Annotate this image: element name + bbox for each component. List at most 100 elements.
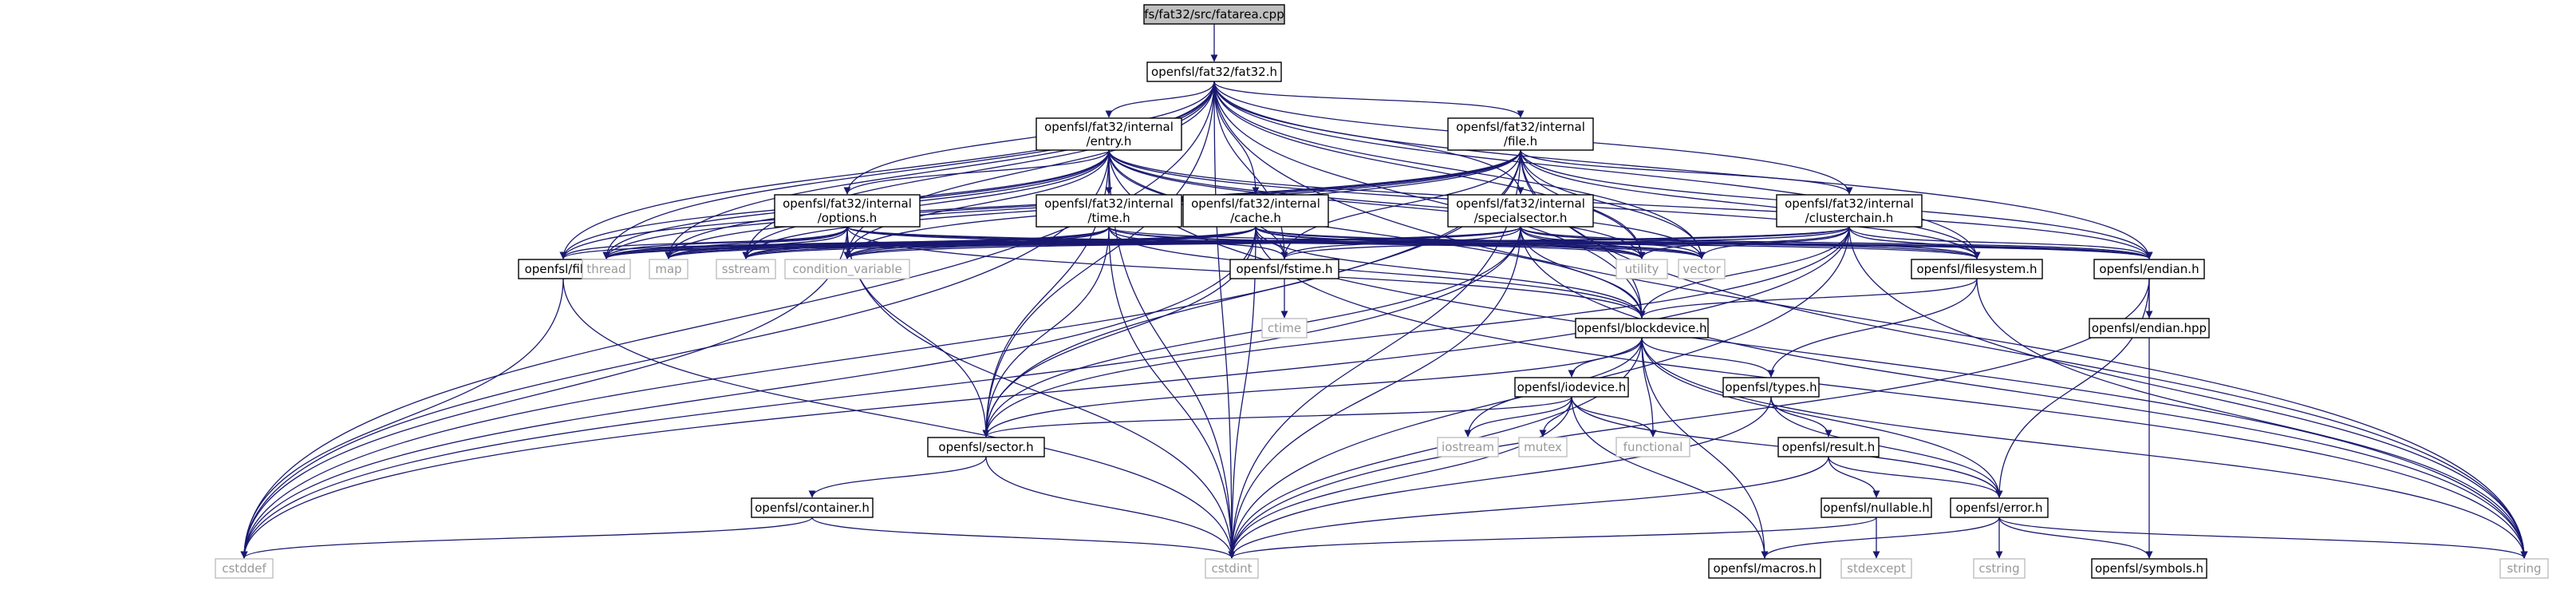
node-label: openfsl/endian.h bbox=[2099, 262, 2199, 276]
node-label: openfsl/macros.h bbox=[1714, 561, 1817, 576]
node-options-h[interactable]: openfsl/fat32/internal/options.h bbox=[774, 194, 921, 228]
edge-nullable_h-to-cstdint bbox=[1228, 517, 1877, 559]
node-iodevice-h[interactable]: openfsl/iodevice.h bbox=[1514, 377, 1629, 398]
edge-clusterchain_h-to-utility bbox=[1638, 226, 1850, 259]
edge-fat32_h-to-file_int_h bbox=[1213, 81, 1525, 118]
edge-iodevice_h-to-iostream bbox=[1464, 396, 1572, 438]
node-label: openfsl/result.h bbox=[1782, 440, 1875, 454]
edge-options_h-to-sector_h bbox=[846, 226, 990, 438]
node-label: stdexcept bbox=[1847, 561, 1906, 576]
edge-filesystem_h-to-string bbox=[1976, 278, 2528, 559]
node-types-h[interactable]: openfsl/types.h bbox=[1722, 377, 1820, 398]
node-specialsector-h[interactable]: openfsl/fat32/internal/specialsector.h bbox=[1447, 194, 1594, 228]
edge-types_h-to-result_h bbox=[1770, 396, 1832, 438]
edge-blockdevice_h-to-types_h bbox=[1641, 337, 1775, 378]
edge-cache_h-to-endian_h bbox=[1255, 226, 2153, 259]
edge-options_h-to-thread bbox=[602, 226, 848, 259]
edge-specialsector_h-to-cstdint bbox=[1228, 226, 1521, 559]
node-label: functional bbox=[1623, 440, 1683, 454]
node-label: thread bbox=[586, 262, 625, 276]
node-sector-h[interactable]: openfsl/sector.h bbox=[927, 437, 1045, 457]
edge-result_h-to-error_h bbox=[1828, 456, 2003, 498]
node-label: openfsl/fat32/internal bbox=[783, 196, 912, 211]
node-label: /file.h bbox=[1504, 134, 1537, 148]
edge-fat32_h-to-filesystem_h bbox=[1213, 81, 1981, 259]
edge-entry_h-to-vector bbox=[1108, 149, 1706, 259]
edge-fat32_h-to-thread bbox=[602, 81, 1215, 259]
node-label: sstream bbox=[722, 262, 770, 276]
node-file-int-h[interactable]: openfsl/fat32/internal/file.h bbox=[1447, 117, 1594, 151]
edge-clusterchain_h-to-string bbox=[1848, 226, 2528, 559]
edge-types_h-to-cstdint bbox=[1228, 396, 1772, 559]
node-label: openfsl/sector.h bbox=[938, 440, 1033, 454]
node-macros-h[interactable]: openfsl/macros.h bbox=[1708, 558, 1821, 579]
edge-fat32_h-to-entry_h bbox=[1105, 81, 1215, 118]
node-label: condition_variable bbox=[792, 262, 901, 277]
node-label: /cache.h bbox=[1230, 211, 1281, 225]
node-blockdevice-h[interactable]: openfsl/blockdevice.h bbox=[1575, 318, 1709, 339]
node-mutex: mutex bbox=[1518, 437, 1568, 457]
node-label: openfsl/filesystem.h bbox=[1916, 262, 2037, 276]
node-entry-h[interactable]: openfsl/fat32/internal/entry.h bbox=[1036, 117, 1182, 151]
edge-clusterchain_h-to-sector_h bbox=[982, 226, 1850, 438]
edge-fat32_h-to-cstddef bbox=[240, 81, 1215, 559]
node-cache-h[interactable]: openfsl/fat32/internal/cache.h bbox=[1182, 194, 1329, 228]
node-label: openfsl/types.h bbox=[1725, 380, 1817, 394]
edge-options_h-to-map bbox=[665, 226, 848, 259]
node-time-h[interactable]: openfsl/fat32/internal/time.h bbox=[1036, 194, 1182, 228]
dependency-edges bbox=[240, 24, 2528, 559]
node-map: map bbox=[649, 259, 688, 279]
node-label: vector bbox=[1682, 262, 1721, 276]
edge-file_int_h-to-filesystem_h bbox=[1520, 149, 1981, 259]
node-functional: functional bbox=[1615, 437, 1690, 457]
node-endian-hpp[interactable]: openfsl/endian.hpp bbox=[2089, 318, 2210, 339]
node-utility: utility bbox=[1615, 259, 1668, 279]
node-filesystem-h[interactable]: openfsl/filesystem.h bbox=[1911, 259, 2043, 279]
node-container-h[interactable]: openfsl/container.h bbox=[751, 497, 874, 518]
node-label: openfsl/fat32/fat32.h bbox=[1151, 65, 1277, 79]
edge-entry_h-to-sstream bbox=[742, 149, 1110, 259]
header-nodes: fs/fat32/src/fatarea.cpp openfsl/fat32/fa… bbox=[215, 4, 2549, 579]
edge-file_h-to-cstddef bbox=[240, 278, 564, 559]
node-iostream: iostream bbox=[1437, 437, 1499, 457]
edge-entry_h-to-condition_variable bbox=[843, 149, 1110, 259]
edge-entry_h-to-cstddef bbox=[240, 149, 1110, 559]
node-fat32-h[interactable]: openfsl/fat32/fat32.h bbox=[1146, 61, 1282, 82]
node-symbols-h[interactable]: openfsl/symbols.h bbox=[2091, 558, 2207, 579]
edge-options_h-to-file_h bbox=[559, 226, 848, 259]
node-clusterchain-h[interactable]: openfsl/fat32/internal/clusterchain.h bbox=[1776, 194, 1923, 228]
edge-result_h-to-cstdint bbox=[1228, 456, 1829, 559]
edge-specialsector_h-to-sector_h bbox=[982, 226, 1521, 438]
node-result-h[interactable]: openfsl/result.h bbox=[1777, 437, 1880, 457]
node-error-h[interactable]: openfsl/error.h bbox=[1950, 497, 2049, 518]
node-cstddef: cstddef bbox=[215, 558, 274, 579]
edge-iodevice_h-to-cstdint bbox=[1228, 396, 1572, 559]
edge-error_h-to-symbols_h bbox=[1998, 517, 2153, 559]
node-label: mutex bbox=[1524, 440, 1562, 454]
edge-error_h-to-string bbox=[1998, 517, 2528, 559]
edge-fat32_h-to-vector bbox=[1213, 81, 1706, 259]
edge-blockdevice_h-to-sector_h bbox=[982, 337, 1643, 438]
node-label: openfsl/container.h bbox=[755, 501, 870, 515]
edge-options_h-to-cstddef bbox=[240, 226, 848, 559]
edge-container_h-to-cstdint bbox=[811, 517, 1236, 559]
edge-iodevice_h-to-sector_h bbox=[982, 396, 1572, 438]
edge-fat32_h-to-sector_h bbox=[982, 81, 1215, 438]
edge-blockdevice_h-to-cstdint bbox=[1228, 337, 1643, 559]
edge-options_h-to-sstream bbox=[742, 226, 848, 259]
node-label: /time.h bbox=[1087, 211, 1130, 225]
edge-result_h-to-nullable_h bbox=[1828, 456, 1880, 498]
edge-cache_h-to-blockdevice_h bbox=[1255, 226, 1646, 319]
node-label: openfsl/error.h bbox=[1956, 501, 2043, 515]
edge-time_h-to-cstdint bbox=[1108, 226, 1236, 559]
node-nullable-h[interactable]: openfsl/nullable.h bbox=[1821, 497, 1932, 518]
node-label: cstring bbox=[1978, 561, 2019, 576]
node-endian-h[interactable]: openfsl/endian.h bbox=[2093, 259, 2205, 279]
node-fstime-h[interactable]: openfsl/fstime.h bbox=[1229, 259, 1339, 279]
node-fatarea-cpp[interactable]: fs/fat32/src/fatarea.cpp bbox=[1143, 4, 1285, 25]
edge-error_h-to-macros_h bbox=[1761, 517, 2000, 559]
node-label: openfsl/nullable.h bbox=[1823, 501, 1929, 515]
edge-clusterchain_h-to-fstime_h bbox=[1280, 226, 1850, 259]
node-label: cstddef bbox=[222, 561, 266, 576]
node-label: openfsl/iodevice.h bbox=[1517, 380, 1627, 394]
